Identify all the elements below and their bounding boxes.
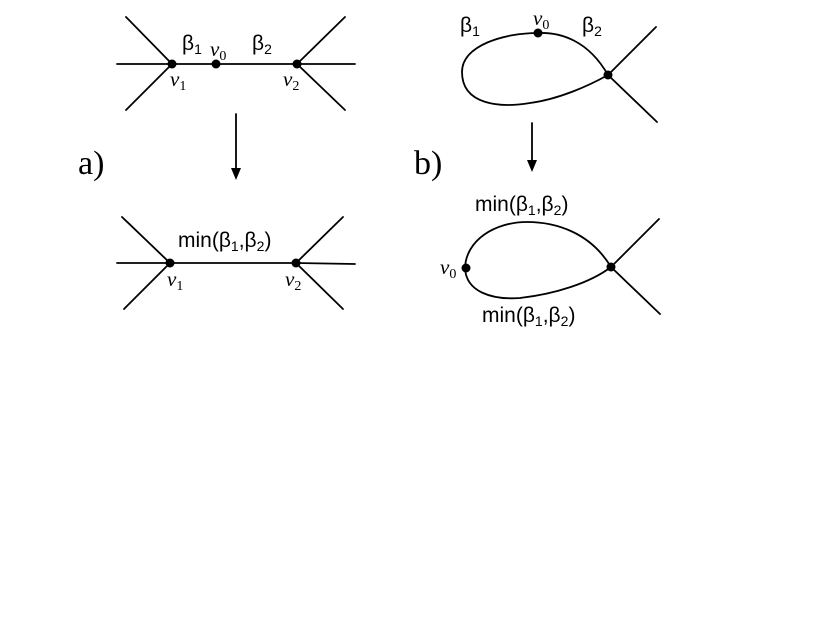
arrow-head	[527, 160, 537, 172]
beta2-label: β2	[582, 14, 602, 39]
panel-a-bottom-graph: min(β1,β2) v1 v2	[116, 216, 356, 310]
edge	[610, 218, 660, 268]
v0-label: v0	[210, 37, 226, 64]
vertex-v2	[292, 59, 302, 69]
upper-min-label: min(β1,β2)	[475, 193, 568, 218]
v0-label: v0	[533, 6, 549, 33]
edge	[121, 216, 171, 264]
vertex-v0	[461, 263, 471, 273]
arrow-head	[231, 168, 241, 180]
loop-edge	[464, 221, 612, 300]
vertex-v1	[165, 258, 175, 268]
edge	[295, 262, 344, 310]
panel-b-top-graph: β1 v0 β2	[460, 6, 658, 123]
edge	[295, 262, 356, 265]
edge	[607, 74, 658, 123]
vertex-v2	[291, 258, 301, 268]
edge	[125, 16, 173, 65]
panel-b-arrow	[527, 122, 537, 172]
edge	[123, 262, 171, 310]
vertex-junction	[606, 262, 616, 272]
min-edge-label: min(β1,β2)	[178, 229, 271, 254]
panel-a-top-graph: β1 v0 β2 v1 v2	[116, 16, 356, 111]
v2-label: v2	[285, 267, 301, 294]
panel-b-label: b)	[414, 145, 442, 182]
edge	[125, 63, 173, 111]
edge	[610, 266, 661, 315]
v2-label: v2	[283, 67, 299, 94]
beta2-label: β2	[252, 32, 272, 57]
edge	[296, 16, 346, 65]
beta1-label: β1	[182, 32, 202, 57]
panel-b: b) β1 v0 β2 min(β1,β2) v0 min(β1,β2	[414, 6, 661, 329]
beta1-label: β1	[460, 14, 480, 39]
vertex-v1	[167, 59, 177, 69]
edge	[295, 216, 344, 264]
edge	[607, 26, 657, 76]
v1-label: v1	[170, 67, 186, 94]
edge	[296, 63, 346, 111]
panel-a: a) β1 v0 β2 v1 v2	[78, 16, 356, 310]
panel-a-arrow	[231, 113, 241, 180]
v0-label: v0	[440, 255, 456, 282]
lower-min-label: min(β1,β2)	[482, 304, 575, 329]
panel-b-bottom-graph: min(β1,β2) v0 min(β1,β2)	[440, 193, 661, 329]
panel-a-label: a)	[78, 145, 104, 182]
v1-label: v1	[167, 267, 183, 294]
vertex-v0	[211, 59, 221, 69]
vertex-junction	[603, 70, 613, 80]
loop-edge	[461, 32, 609, 106]
vertex-v0	[533, 28, 543, 38]
